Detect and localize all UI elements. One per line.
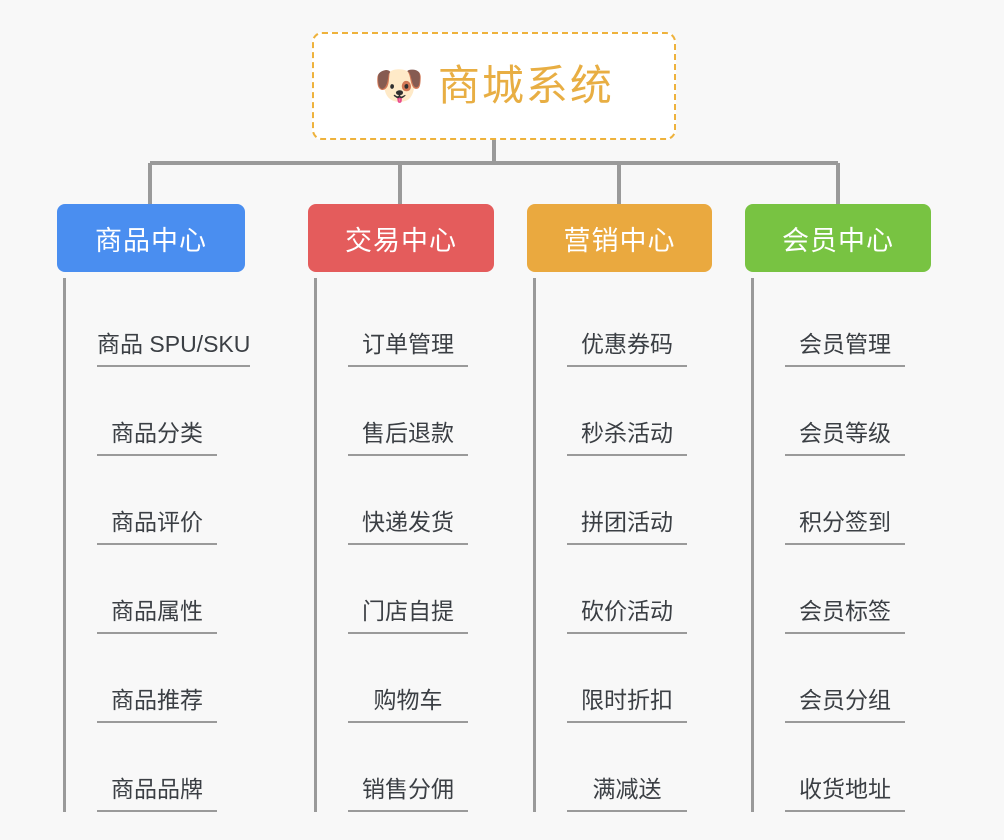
list-item[interactable]: 商品属性 xyxy=(63,545,250,634)
list-item-label: 会员等级 xyxy=(785,422,905,456)
list-item-label: 快递发货 xyxy=(348,511,468,545)
branch-header-member[interactable]: 会员中心 xyxy=(745,204,931,272)
list-item-label: 会员管理 xyxy=(785,333,905,367)
list-item[interactable]: 订单管理 xyxy=(314,278,494,367)
branch-body-product: 商品 SPU/SKU 商品分类 商品评价 商品属性 商品推荐 商品品牌 xyxy=(57,278,251,812)
root-node[interactable]: 🐶 商城系统 xyxy=(312,32,676,140)
branch-column-product: 商品中心 商品 SPU/SKU 商品分类 商品评价 商品属性 商品推荐 商品品牌 xyxy=(57,204,251,812)
list-item[interactable]: 会员等级 xyxy=(751,367,931,456)
list-item-label: 商品 SPU/SKU xyxy=(97,333,251,367)
list-item[interactable]: 购物车 xyxy=(314,634,494,723)
list-item-label: 拼团活动 xyxy=(567,511,687,545)
branch-header-trade[interactable]: 交易中心 xyxy=(308,204,494,272)
list-item[interactable]: 会员管理 xyxy=(751,278,931,367)
list-item-label: 门店自提 xyxy=(348,600,468,634)
list-item-label: 会员标签 xyxy=(785,600,905,634)
list-item[interactable]: 秒杀活动 xyxy=(533,367,712,456)
branch-column-member: 会员中心 会员管理 会员等级 积分签到 会员标签 会员分组 收货地址 xyxy=(745,204,931,812)
branch-body-member: 会员管理 会员等级 积分签到 会员标签 会员分组 收货地址 xyxy=(745,278,931,812)
list-item-label: 砍价活动 xyxy=(567,600,687,634)
list-item-label: 订单管理 xyxy=(348,333,468,367)
list-item-label: 积分签到 xyxy=(785,511,905,545)
shiba-dog-face-icon: 🐶 xyxy=(374,64,424,108)
list-item-label: 商品分类 xyxy=(97,422,217,456)
list-item[interactable]: 商品 SPU/SKU xyxy=(63,278,251,367)
list-item[interactable]: 售后退款 xyxy=(314,367,494,456)
branch-spine xyxy=(63,278,66,812)
list-item-label: 购物车 xyxy=(348,689,468,723)
list-item[interactable]: 收货地址 xyxy=(751,723,931,812)
branch-header-marketing[interactable]: 营销中心 xyxy=(527,204,712,272)
list-item-label: 限时折扣 xyxy=(567,689,687,723)
list-item-label: 收货地址 xyxy=(785,778,905,812)
list-item[interactable]: 优惠券码 xyxy=(533,278,712,367)
list-item[interactable]: 限时折扣 xyxy=(533,634,712,723)
branch-body-marketing: 优惠券码 秒杀活动 拼团活动 砍价活动 限时折扣 满减送 xyxy=(527,278,712,812)
list-item[interactable]: 快递发货 xyxy=(314,456,494,545)
list-item-label: 满减送 xyxy=(567,778,687,812)
branch-spine xyxy=(751,278,754,812)
list-item[interactable]: 满减送 xyxy=(533,723,712,812)
list-item-label: 售后退款 xyxy=(348,422,468,456)
branch-column-trade: 交易中心 订单管理 售后退款 快递发货 门店自提 购物车 销售分佣 xyxy=(308,204,494,812)
root-title: 商城系统 xyxy=(437,62,614,109)
list-item-label: 优惠券码 xyxy=(567,333,687,367)
list-item[interactable]: 门店自提 xyxy=(314,545,494,634)
branch-column-marketing: 营销中心 优惠券码 秒杀活动 拼团活动 砍价活动 限时折扣 满减送 xyxy=(527,204,712,812)
list-item[interactable]: 商品评价 xyxy=(63,456,250,545)
list-item[interactable]: 会员标签 xyxy=(751,545,931,634)
list-item-label: 销售分佣 xyxy=(348,778,468,812)
list-item[interactable]: 商品品牌 xyxy=(63,723,250,812)
list-item-label: 会员分组 xyxy=(785,689,905,723)
list-item[interactable]: 销售分佣 xyxy=(314,723,494,812)
branch-spine xyxy=(533,278,536,812)
branch-spine xyxy=(314,278,317,812)
list-item-label: 商品品牌 xyxy=(97,778,217,812)
list-item[interactable]: 商品分类 xyxy=(63,367,250,456)
list-item[interactable]: 砍价活动 xyxy=(533,545,712,634)
branch-body-trade: 订单管理 售后退款 快递发货 门店自提 购物车 销售分佣 xyxy=(308,278,494,812)
list-item-label: 商品属性 xyxy=(97,600,217,634)
list-item-label: 商品推荐 xyxy=(97,689,217,723)
list-item[interactable]: 拼团活动 xyxy=(533,456,712,545)
list-item[interactable]: 商品推荐 xyxy=(63,634,250,723)
list-item-label: 商品评价 xyxy=(97,511,217,545)
list-item[interactable]: 会员分组 xyxy=(751,634,931,723)
branch-header-product[interactable]: 商品中心 xyxy=(57,204,245,272)
list-item[interactable]: 积分签到 xyxy=(751,456,931,545)
list-item-label: 秒杀活动 xyxy=(567,422,687,456)
